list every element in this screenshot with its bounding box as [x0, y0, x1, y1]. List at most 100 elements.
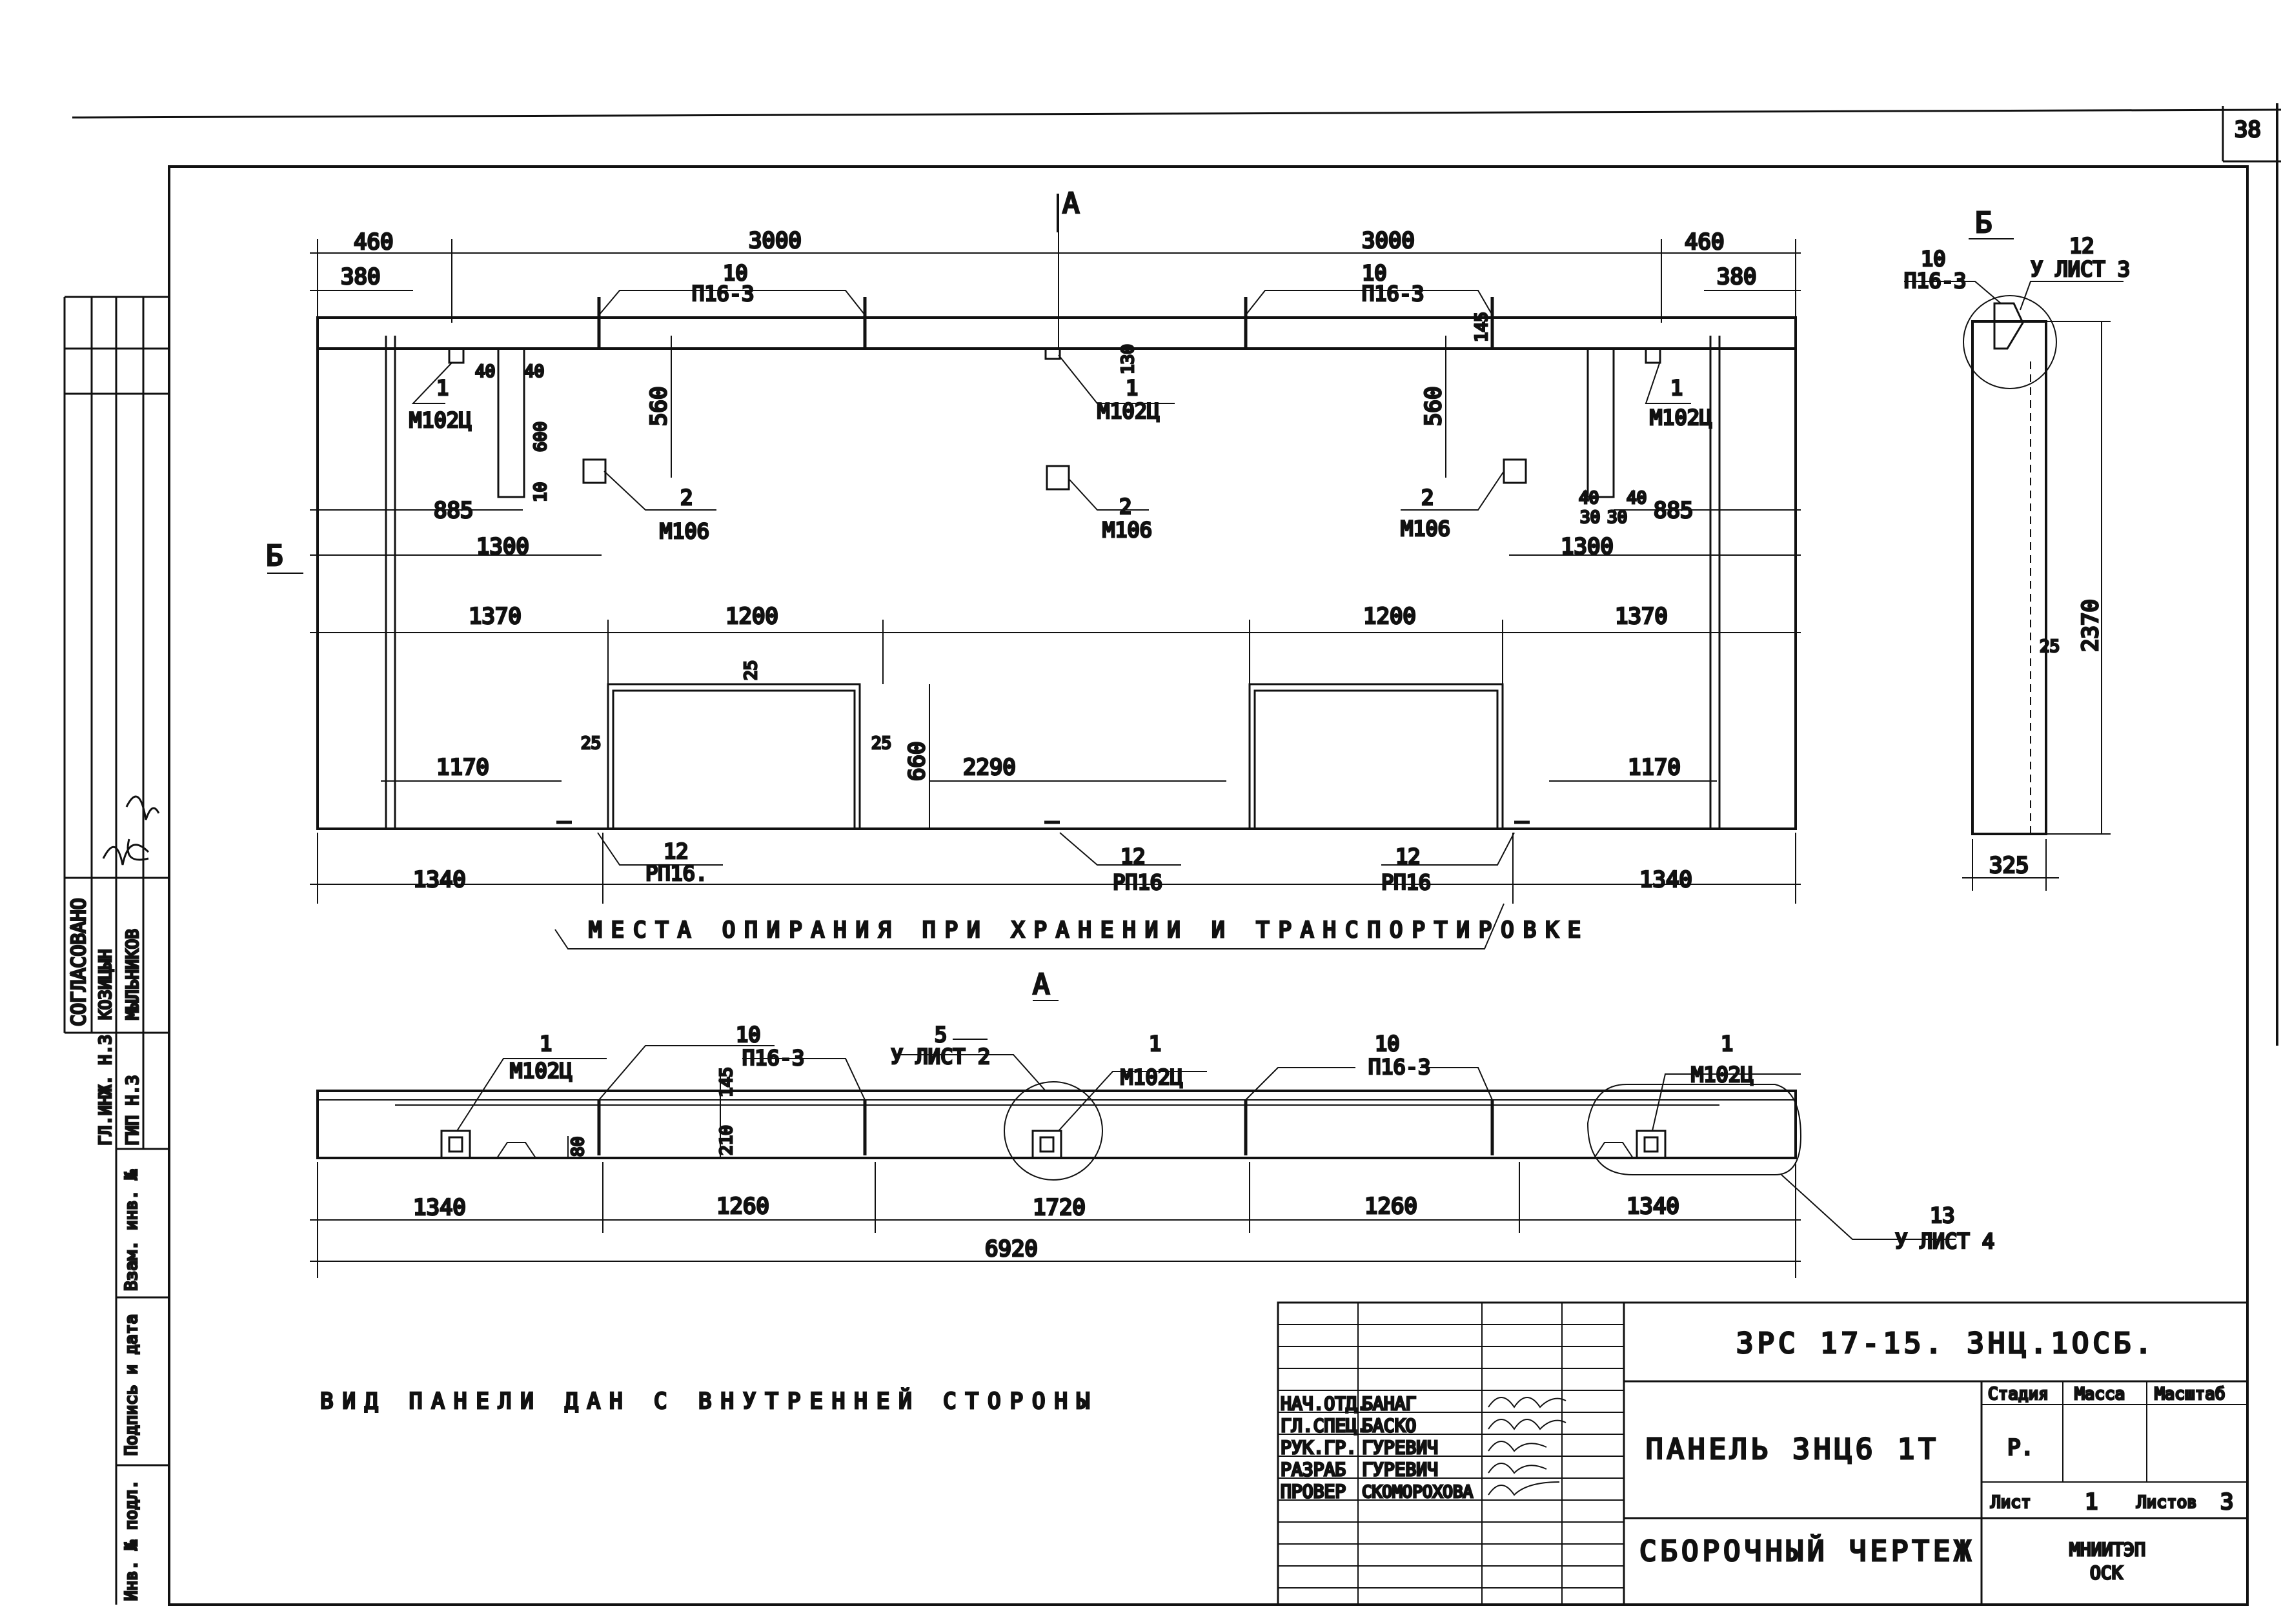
dim-1340-right: 1340 [1639, 867, 1692, 893]
plan-c3-code: У ЛИСТ 2 [891, 1044, 990, 1069]
approval-name-1: КОЗИЦЫН [96, 949, 116, 1020]
dim-10: 10 [531, 482, 551, 502]
dim-1300-right: 1300 [1561, 534, 1614, 560]
dim-40-b: 40 [524, 362, 544, 381]
plan-dim-2: 1260 [716, 1193, 769, 1219]
callout-m102-center-code: М102Ц [1097, 399, 1159, 423]
dim-130: 130 [1119, 344, 1138, 374]
callout-rp-left-code: РП16. [645, 861, 707, 886]
callout-rp-center-num: 12 [1120, 844, 1146, 869]
plan-c6-num: 1 [1721, 1031, 1733, 1056]
dim-460-left: 460 [354, 229, 393, 255]
staff-name-3: ГУРЕВИЧ [1362, 1437, 1438, 1458]
callout-m106-center-num: 2 [1119, 494, 1131, 519]
dim-885-left: 885 [434, 498, 473, 523]
callout-m106-left-code: М106 [660, 519, 709, 543]
callout-m102-left-num: 1 [436, 376, 449, 400]
plan-dimensions [310, 1000, 1956, 1278]
callout-m106-center-code: М106 [1102, 518, 1152, 542]
plan-c5-num: 10 [1375, 1031, 1400, 1056]
section-mark-b-side: Б [1975, 207, 1996, 239]
dim-1370-right: 1370 [1615, 604, 1668, 629]
callout-rp-center-code: РП16 [1113, 870, 1162, 895]
plan-dim-145: 145 [717, 1067, 736, 1097]
stage-value: Р. [2007, 1435, 2034, 1461]
plan-dim-1: 1340 [413, 1195, 466, 1221]
staff-role-2: ГЛ.СПЕЦ. [1281, 1415, 1368, 1436]
section-mark-a-plan: А [1033, 968, 1054, 1001]
dim-460-right: 460 [1685, 229, 1724, 255]
callout-rp-right-code: РП16 [1381, 870, 1431, 895]
elevation-dimensions [310, 194, 1801, 904]
callout-m102-left-code: М102Ц [409, 408, 471, 432]
plan-dim-total: 6920 [985, 1236, 1038, 1262]
callout-m102-right-num: 1 [1670, 376, 1683, 400]
plan-c4-num: 1 [1149, 1031, 1161, 1056]
approval-signature-1 [102, 838, 150, 866]
dim-2290: 2290 [963, 755, 1016, 780]
side-dim-height: 2370 [2078, 599, 2104, 652]
dim-25-left: 25 [581, 734, 601, 753]
plan-dim-4: 1260 [1364, 1193, 1417, 1219]
dim-1200-left: 1200 [725, 604, 778, 629]
approval-role-2: ГИП Н.З [123, 1075, 143, 1146]
dim-380-left: 380 [341, 264, 380, 290]
dim-40-d: 40 [1627, 489, 1647, 508]
plan-dim-80: 80 [569, 1137, 588, 1157]
field-original-inv: Инв. № подл. [122, 1479, 141, 1601]
plan-view [316, 1081, 1802, 1181]
field-substitute-inv: Взам. инв. № [122, 1170, 141, 1291]
approval-role-1: ГЛ.ИНЖ. Н.З [96, 1035, 116, 1146]
staff-name-5: СКОМОРОХОВА [1362, 1483, 1474, 1502]
callout-m102-center-num: 1 [1126, 376, 1138, 400]
dim-3000-right: 3000 [1362, 228, 1415, 254]
staff-role-1: НАЧ.ОТД. [1281, 1393, 1368, 1414]
plan-c7-code: У ЛИСТ 4 [1895, 1229, 1994, 1254]
dim-40-a: 40 [475, 362, 495, 381]
plan-c2-num: 10 [736, 1022, 761, 1047]
dim-560-left: 560 [646, 387, 672, 426]
sheet-number: 38 [2235, 117, 2261, 143]
sheet-label: Лист [1991, 1493, 2031, 1512]
panel-elevation [316, 297, 1797, 830]
dim-30-a: 30 [1580, 508, 1600, 527]
dim-560-right: 560 [1421, 387, 1446, 426]
plan-c5-code: П16-3 [1368, 1055, 1430, 1079]
dim-885-right: 885 [1654, 498, 1693, 523]
dim-1370-left: 1370 [469, 604, 522, 629]
dim-600: 600 [531, 421, 551, 452]
section-mark-a-top: А [1062, 187, 1084, 220]
side-ref-sheet: У ЛИСТ 3 [2031, 257, 2130, 281]
plan-c6-code: М102Ц [1691, 1062, 1753, 1087]
approval-signature-2 [125, 795, 160, 820]
plan-c3-num: 5 [935, 1022, 947, 1047]
dim-25-top: 25 [742, 660, 761, 680]
callout-m106-left-num: 2 [680, 485, 693, 510]
side-callout-num: 10 [1921, 247, 1946, 271]
side-callout-code: П16-3 [1904, 269, 1966, 293]
section-mark-b-left: Б [266, 540, 287, 573]
staff-name-2: БАСКО [1362, 1415, 1416, 1436]
title-block [1277, 1301, 2249, 1606]
callout-m106-right-code: М106 [1401, 516, 1450, 541]
plan-dim-5: 1340 [1627, 1193, 1679, 1219]
sheet-value: 1 [2085, 1489, 2098, 1515]
plan-dim-3: 1720 [1033, 1195, 1086, 1221]
sheets-value: 3 [2220, 1489, 2233, 1515]
approval-strip [63, 296, 169, 1605]
field-signature-date: Подпись и дата [122, 1314, 141, 1456]
plan-c4-code: М102Ц [1120, 1065, 1182, 1090]
dim-660: 660 [904, 742, 930, 781]
staff-role-5: ПРОВЕР [1281, 1481, 1346, 1502]
view-note: ВИД ПАНЕЛИ ДАН С ВНУТРЕННЕЙ СТОРОНЫ [320, 1388, 1099, 1414]
staff-name-1: БАНАГ [1362, 1393, 1416, 1414]
dim-30-b: 30 [1607, 508, 1627, 527]
side-view [1904, 238, 2124, 891]
support-note: МЕСТА ОПИРАНИЯ ПРИ ХРАНЕНИИ И ТРАНСПОРТИ… [589, 917, 1590, 943]
elevation-leaders [267, 194, 1691, 949]
staff-role-3: РУК.ГР. [1281, 1437, 1357, 1458]
dim-1200-right: 1200 [1363, 604, 1416, 629]
plan-c1-code: М102Ц [510, 1059, 572, 1083]
callout-rp-right-num: 12 [1395, 844, 1421, 869]
